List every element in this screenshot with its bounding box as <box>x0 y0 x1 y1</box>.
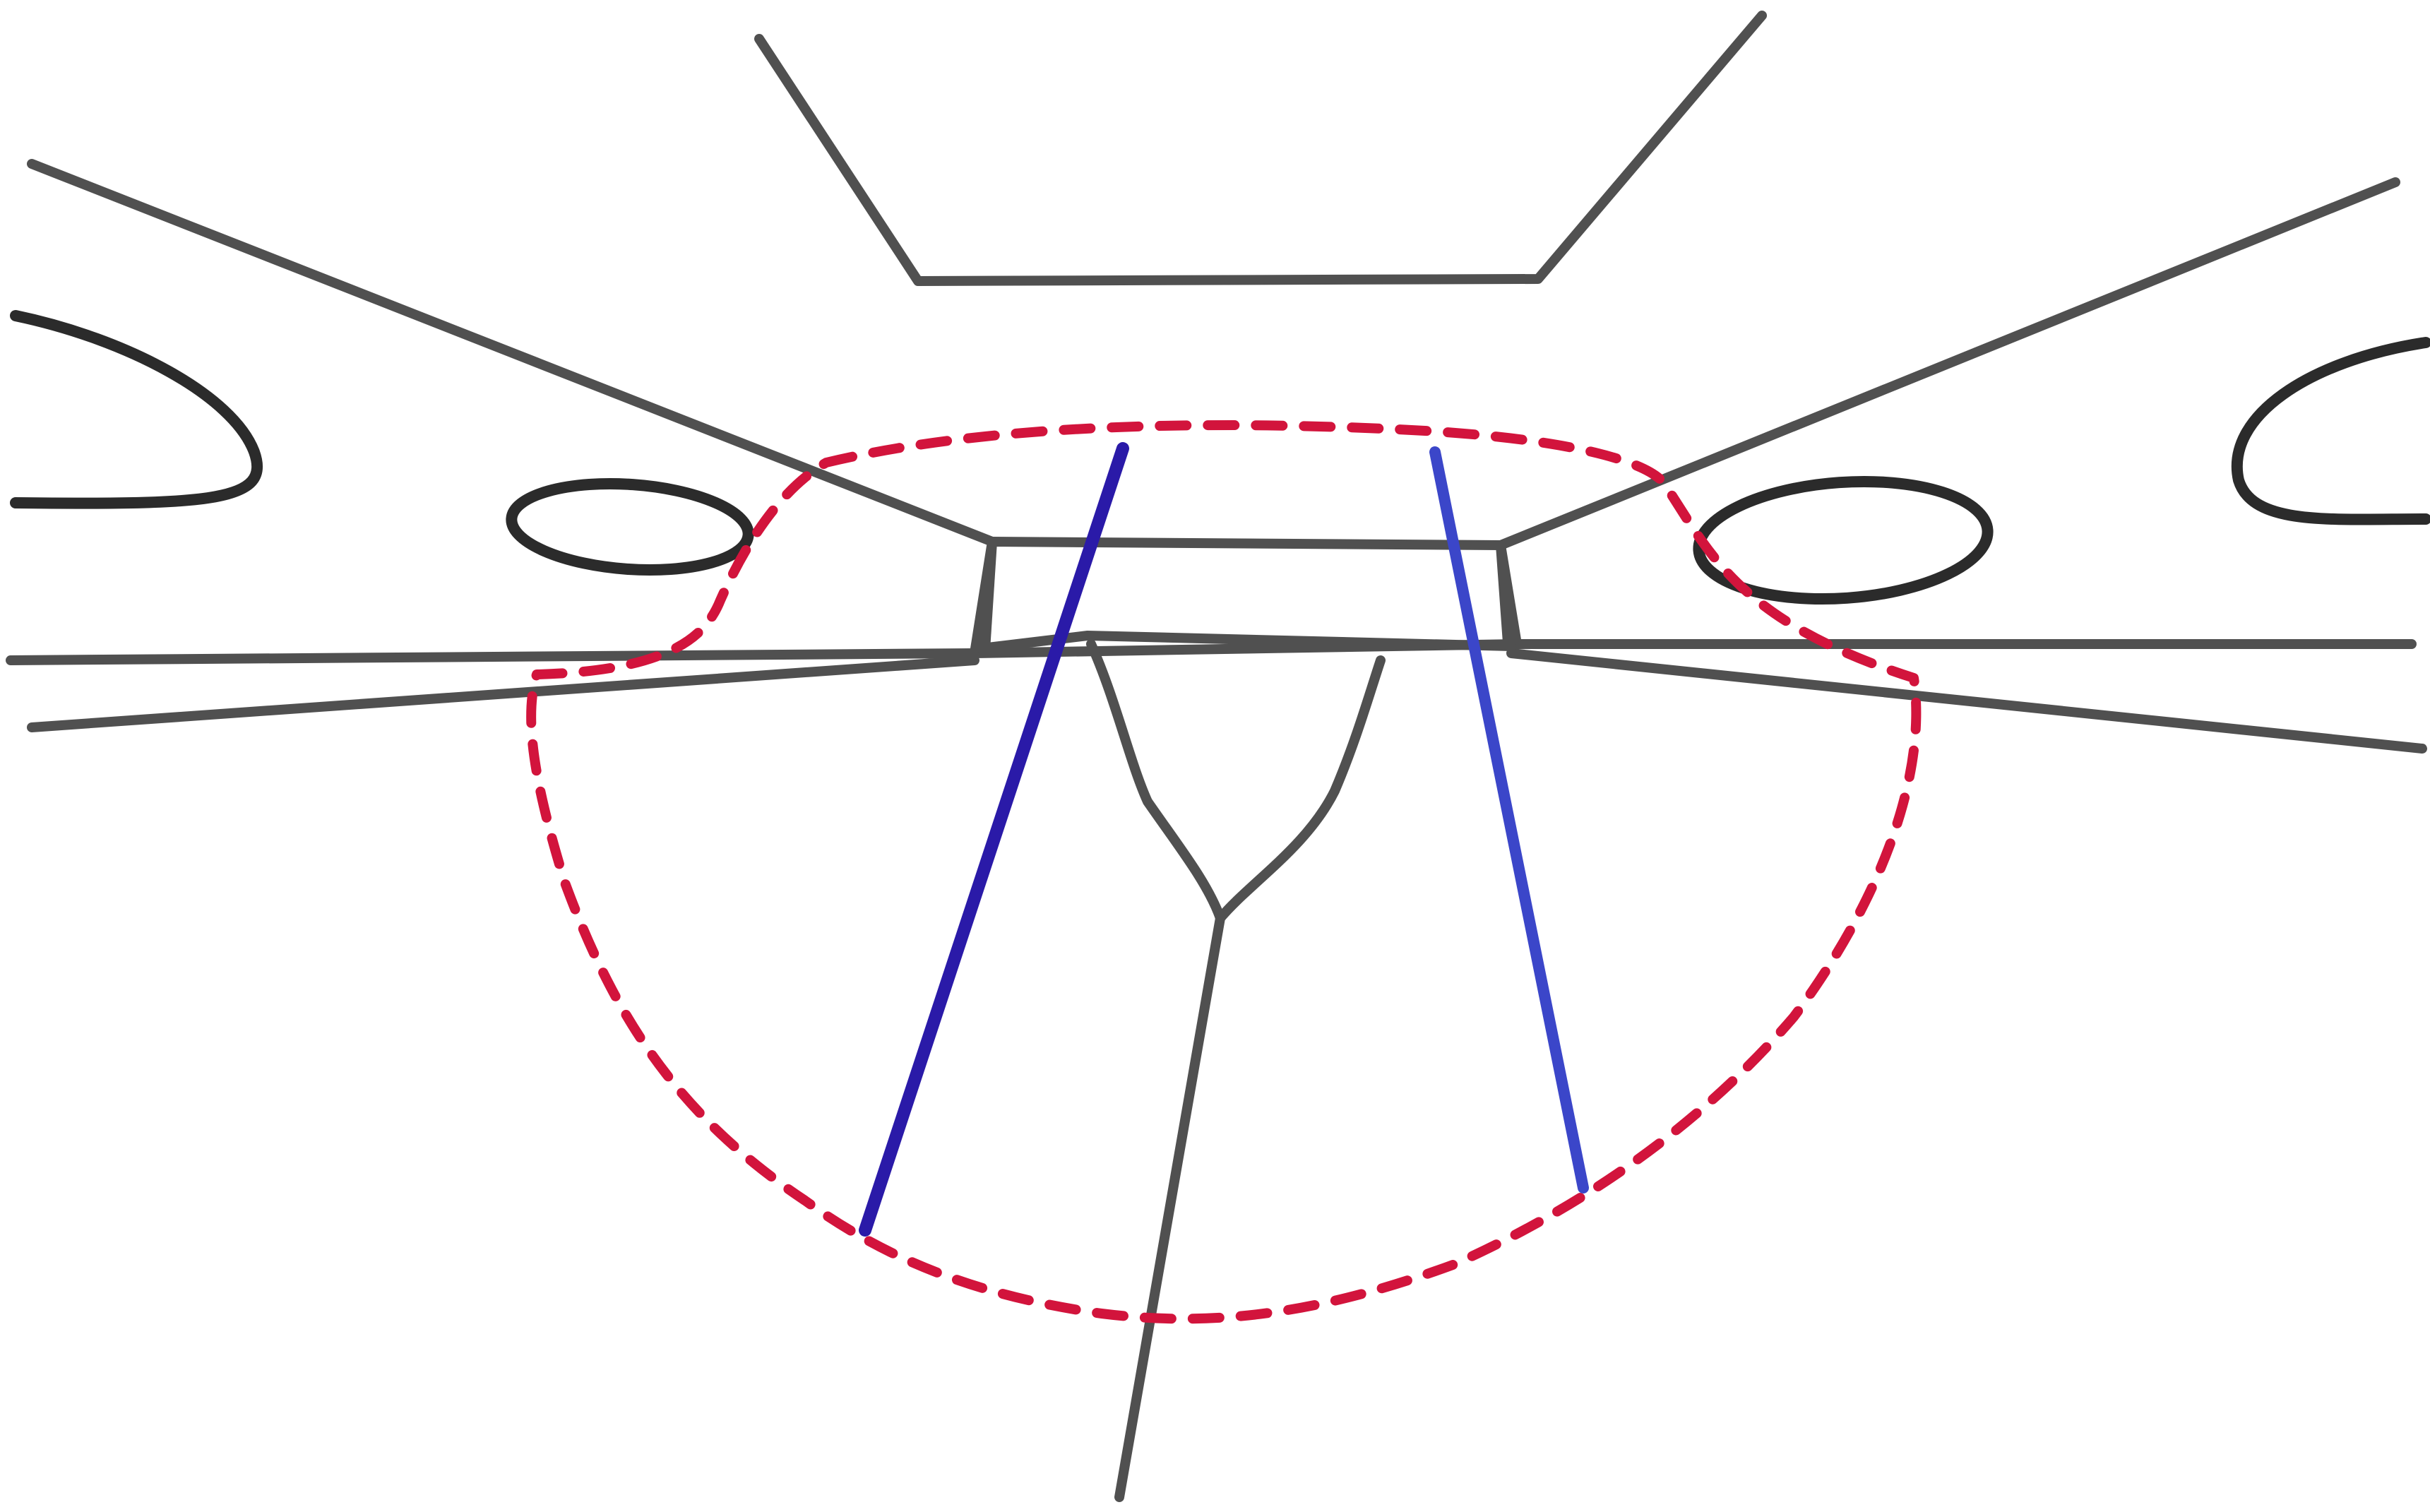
central-block-mid-line <box>977 631 1516 653</box>
vertical-stem <box>1114 913 1225 1502</box>
left-diagonal-upper-edge <box>27 159 997 547</box>
right-diagonal-upper-edge <box>1496 177 2400 550</box>
central-block-outline <box>970 537 1522 658</box>
right-outer-lower-edge <box>1506 648 2427 754</box>
upper-trapezoid-outline <box>754 11 1767 286</box>
right-oval-outline <box>1693 475 1994 605</box>
left-outer-lower-edge <box>27 655 979 732</box>
left-diagonal-lower-edge <box>6 648 979 665</box>
right-blue-line <box>1429 446 1589 1193</box>
right-loop-outline <box>2232 337 2430 525</box>
left-oval-outline <box>506 478 754 576</box>
central-block-left-side <box>980 537 997 655</box>
left-blue-line <box>859 442 1129 1237</box>
left-loop-outline <box>10 310 263 509</box>
dashed-boundary <box>526 420 1922 1324</box>
central-block-right-side <box>1496 540 1513 648</box>
